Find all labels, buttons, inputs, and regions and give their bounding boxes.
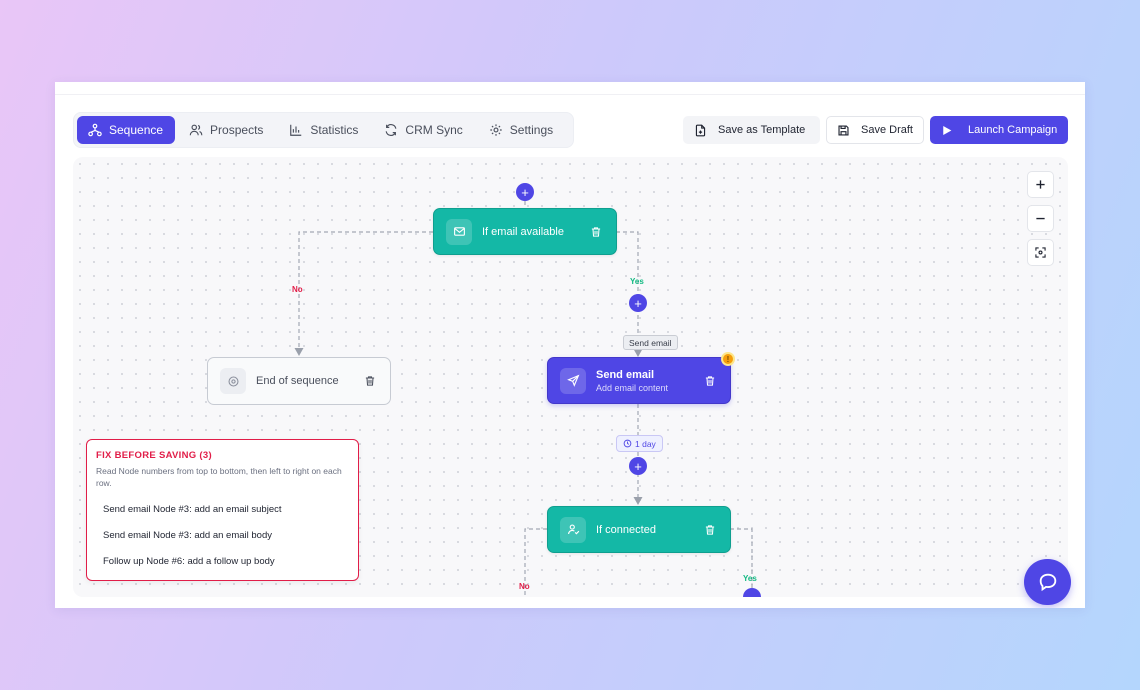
edge-connected-yes xyxy=(730,528,753,589)
no-branch-label: No xyxy=(519,582,530,591)
main-tabs: Sequence Prospects Statistics CRM Sync xyxy=(73,112,574,148)
tab-statistics[interactable]: Statistics xyxy=(277,116,370,144)
save-draft-button[interactable]: Save Draft xyxy=(826,116,924,144)
trash-icon[interactable] xyxy=(704,524,716,536)
trash-icon[interactable] xyxy=(590,226,602,238)
tab-label: Prospects xyxy=(210,123,264,137)
node-title: Send email xyxy=(596,368,655,381)
launch-campaign-button[interactable]: Launch Campaign xyxy=(930,116,1068,144)
arrow-head xyxy=(633,349,643,357)
condition-node-connected[interactable]: If connected xyxy=(547,506,731,553)
envelope-icon xyxy=(453,227,465,236)
condition-node-email-available[interactable]: If email available xyxy=(433,208,617,255)
arrow-head xyxy=(633,497,643,505)
validation-errors-panel: FIX BEFORE SAVING (3) Read Node numbers … xyxy=(86,439,359,581)
launch-campaign-label: Launch Campaign xyxy=(968,124,1058,136)
add-step-yes-button[interactable]: + xyxy=(629,294,647,312)
trash-icon[interactable] xyxy=(364,375,376,387)
plus-icon xyxy=(1036,180,1045,189)
errors-title: FIX BEFORE SAVING (3) xyxy=(96,450,212,461)
chat-bubble-icon xyxy=(1039,573,1056,592)
node-subtitle: Add email content xyxy=(596,382,669,393)
error-item[interactable]: Send email Node #3: add an email body xyxy=(103,530,273,541)
floppy-disk-icon xyxy=(838,124,849,136)
tab-prospects[interactable]: Prospects xyxy=(177,116,275,144)
focus-frame-icon xyxy=(1035,247,1046,258)
add-step-partial xyxy=(743,588,761,597)
yes-branch-label: Yes xyxy=(630,277,644,286)
node-icon-box xyxy=(560,516,586,543)
node-title: If email available xyxy=(482,225,564,238)
users-icon xyxy=(189,124,203,136)
node-icon-box xyxy=(446,218,472,245)
errors-hint: Read Node numbers from top to bottom, th… xyxy=(96,466,342,488)
template-file-icon xyxy=(695,124,706,136)
app-window: Sequence Prospects Statistics CRM Sync xyxy=(55,82,1085,608)
error-item[interactable]: Send email Node #3: add an email subject xyxy=(103,504,282,515)
warning-badge[interactable]: ! xyxy=(721,352,735,366)
tab-label: Sequence xyxy=(109,123,164,137)
bar-chart-icon xyxy=(290,124,302,136)
delay-label: 1 day xyxy=(635,438,656,449)
tab-crm-sync[interactable]: CRM Sync xyxy=(372,116,474,144)
yes-branch-label: Yes xyxy=(743,574,757,583)
node-text: Send email Add email content xyxy=(596,369,668,393)
no-branch-label: No xyxy=(292,285,303,294)
save-as-template-button[interactable]: Save as Template xyxy=(683,116,820,144)
clock-icon xyxy=(623,439,632,448)
edge-no-to-end xyxy=(298,231,433,350)
play-icon xyxy=(943,125,952,135)
paper-plane-icon xyxy=(566,374,579,387)
delay-badge[interactable]: 1 day xyxy=(616,435,663,452)
trash-icon[interactable] xyxy=(704,375,716,387)
user-check-icon xyxy=(567,524,579,535)
node-title: If connected xyxy=(596,523,656,536)
sync-icon xyxy=(386,124,397,136)
edge-connected-no xyxy=(524,528,547,597)
tab-settings[interactable]: Settings xyxy=(477,116,565,144)
end-of-sequence-node[interactable]: End of sequence xyxy=(207,357,391,405)
send-email-node[interactable]: Send email Add email content xyxy=(547,357,731,404)
zoom-in-button[interactable] xyxy=(1027,171,1054,198)
add-step-after-delay-button[interactable]: + xyxy=(629,457,647,475)
save-draft-label: Save Draft xyxy=(861,124,913,136)
node-title: End of sequence xyxy=(256,375,339,387)
zoom-out-button[interactable] xyxy=(1027,205,1054,232)
stop-circle-icon xyxy=(228,376,238,386)
top-divider xyxy=(55,94,1085,95)
fit-view-button[interactable] xyxy=(1027,239,1054,266)
node-icon-box xyxy=(560,367,586,394)
minus-icon xyxy=(1036,217,1045,220)
gear-icon xyxy=(490,124,502,136)
flow-canvas[interactable]: + + + No Yes No Yes If email available xyxy=(73,157,1068,597)
add-step-top-button[interactable]: + xyxy=(516,183,534,201)
tab-label: CRM Sync xyxy=(405,123,463,137)
error-item[interactable]: Follow up Node #6: add a follow up body xyxy=(103,556,275,567)
arrow-head xyxy=(294,348,304,356)
sitemap-icon xyxy=(88,123,102,137)
tab-label: Settings xyxy=(509,123,554,137)
node-icon-box xyxy=(220,368,246,394)
save-as-template-label: Save as Template xyxy=(718,124,806,136)
send-email-tag: Send email xyxy=(623,335,678,350)
tab-label: Statistics xyxy=(310,123,359,137)
chat-support-button[interactable] xyxy=(1024,559,1071,605)
tab-sequence[interactable]: Sequence xyxy=(77,116,176,144)
